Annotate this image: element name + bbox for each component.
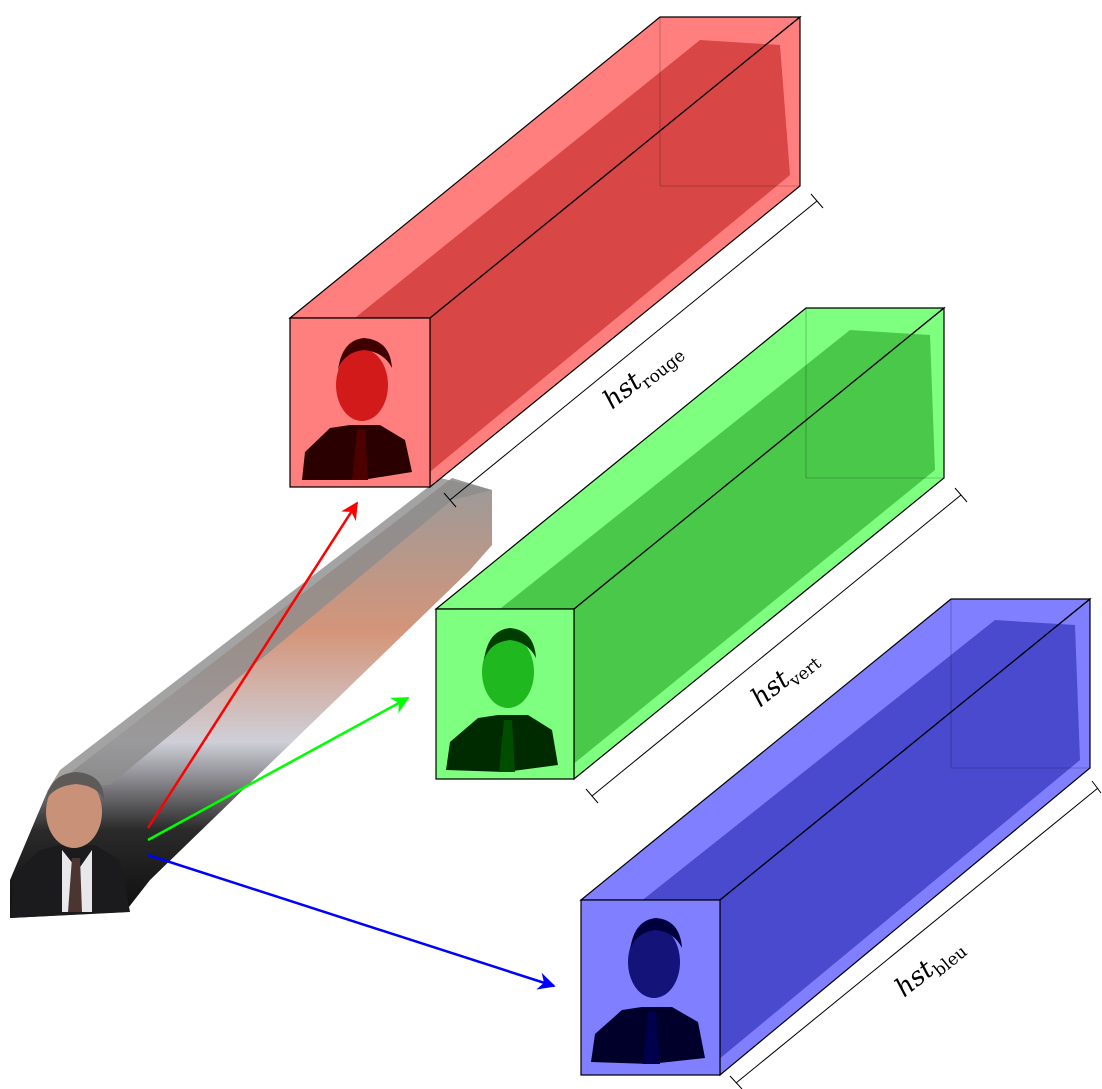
- bleu-tie: [643, 1012, 660, 1064]
- vert-tie: [499, 720, 515, 772]
- vert-hair: [484, 628, 536, 660]
- box-vert-person: [446, 628, 558, 772]
- rouge-hair: [338, 338, 392, 370]
- dim-rouge-tick-b: [810, 193, 824, 209]
- dim-vert-tick-a: [585, 788, 599, 804]
- box-bleu-person: [591, 918, 705, 1064]
- box-rouge-inner-diagonal: [429, 16, 801, 319]
- box-rouge-person: [302, 338, 412, 480]
- person-face: [46, 776, 102, 848]
- person-tie: [68, 858, 82, 912]
- rouge-tie: [352, 430, 368, 480]
- person-hair: [46, 772, 104, 800]
- arrow-to-rouge: [146, 501, 359, 829]
- dim-rouge-tick-a: [443, 492, 457, 508]
- dim-bleu-line: [735, 787, 1099, 1084]
- bleu-face: [628, 926, 680, 998]
- box-vert-inner-volume: [486, 330, 935, 770]
- arrow-to-vert: [147, 696, 410, 842]
- source-volume-body: [10, 478, 492, 918]
- channel-box-rouge: hstrouge: [288, 15, 824, 508]
- arrow-to-bleu: [147, 853, 556, 990]
- dim-bleu-tick-a: [729, 1075, 743, 1089]
- dim-rouge-label: hstrouge: [598, 335, 690, 419]
- source-front-frame: [10, 772, 130, 918]
- channel-box-bleu: hstbleu: [579, 597, 1102, 1089]
- dim-vert-label: hstvert: [746, 643, 826, 717]
- box-bleu-inner-volume: [630, 620, 1080, 1065]
- box-bleu-inner-diagonal: [719, 598, 1091, 901]
- vert-face: [482, 636, 534, 708]
- box-vert-inner-diagonal: [573, 307, 945, 610]
- dim-bleu-label: hstbleu: [890, 931, 972, 1006]
- channel-box-vert: hstvert: [434, 306, 968, 804]
- bleu-hair: [630, 918, 682, 950]
- source-volume-top: [48, 478, 492, 790]
- source-video-volume: [10, 478, 492, 918]
- dim-bleu-tick-b: [1091, 780, 1102, 794]
- dim-vert-line: [591, 494, 962, 797]
- channel-arrows: [146, 501, 556, 990]
- box-rouge-inner-volume: [340, 40, 790, 480]
- dim-vert-tick-b: [954, 487, 968, 503]
- dim-rouge-line: [449, 200, 818, 501]
- rouge-face: [336, 349, 388, 421]
